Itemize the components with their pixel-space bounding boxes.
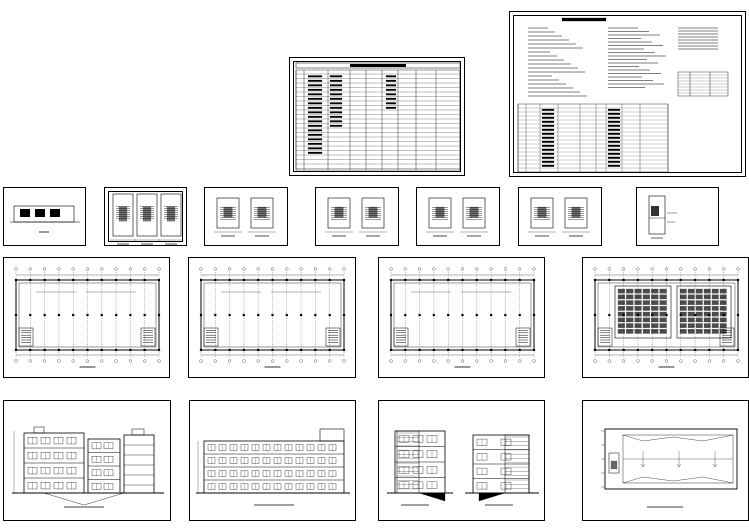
detail-4[interactable]	[315, 187, 399, 246]
section-detail	[10, 205, 80, 233]
stair-plan-detail	[528, 197, 590, 237]
detail-1[interactable]	[3, 187, 86, 246]
sheet-frame	[293, 61, 461, 172]
roof-plan-drawing	[601, 428, 738, 508]
detail-2[interactable]	[104, 187, 187, 246]
side-elevations	[387, 430, 539, 506]
spec-sheet[interactable]	[509, 11, 746, 177]
floor-plan-drawing	[389, 267, 536, 368]
design-notes-table	[517, 17, 729, 173]
toilet-detail	[648, 195, 677, 239]
sheet-frame	[108, 191, 183, 242]
stair-plan-detail	[214, 197, 276, 237]
stair-detail	[110, 193, 184, 245]
floor-plan-drawing	[199, 267, 346, 368]
detail-7[interactable]	[636, 187, 719, 246]
detail-5[interactable]	[416, 187, 500, 246]
plan-4[interactable]	[582, 257, 749, 378]
elevation-3[interactable]	[378, 400, 545, 521]
table-sheet-1[interactable]	[289, 57, 465, 176]
elevation-2[interactable]	[189, 400, 356, 521]
detail-3[interactable]	[204, 187, 288, 246]
detail-6[interactable]	[518, 187, 602, 246]
stair-plan-detail	[325, 197, 387, 237]
rear-elevation	[196, 428, 350, 506]
plan-3[interactable]	[378, 257, 545, 378]
stair-plan-detail	[426, 197, 488, 237]
plan-1[interactable]	[3, 257, 170, 378]
door-window-table	[295, 62, 461, 171]
elevation-1[interactable]	[3, 400, 171, 521]
floor-plan-drawing	[14, 267, 161, 368]
plan-2[interactable]	[188, 257, 356, 378]
front-elevation	[12, 426, 164, 508]
floor-plan-drawing	[593, 267, 740, 368]
sheet-frame	[513, 15, 742, 173]
roof-plan[interactable]	[582, 400, 749, 521]
